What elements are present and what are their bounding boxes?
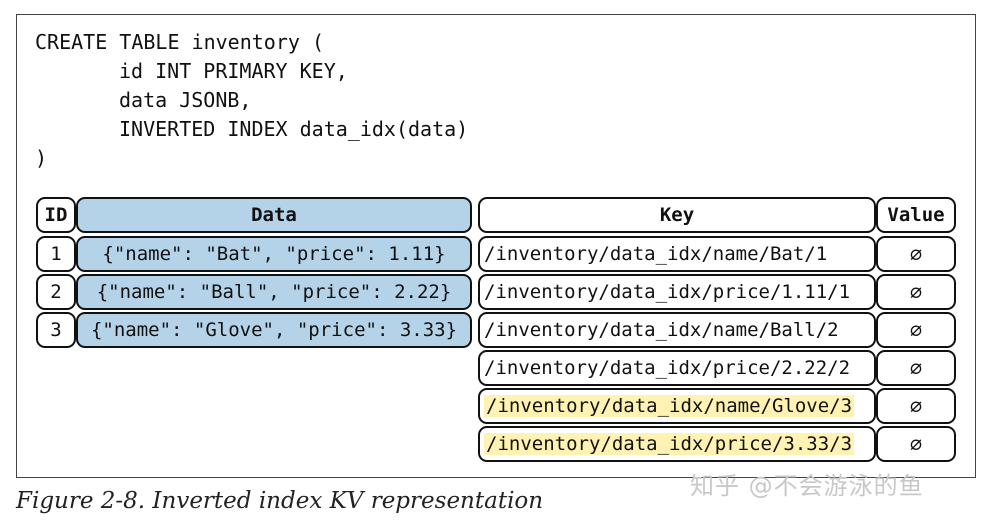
kv-key-cell: /inventory/data_idx/price/2.22/2 <box>478 350 876 386</box>
figure-caption: Figure 2-8. Inverted index KV representa… <box>16 488 544 514</box>
kv-key-text: /inventory/data_idx/price/2.22/2 <box>484 357 851 379</box>
row-id-cell: 3 <box>36 312 76 348</box>
kv-key-text-highlighted: /inventory/data_idx/price/3.33/3 <box>484 433 855 455</box>
row-data-cell: {"name": "Ball", "price": 2.22} <box>76 274 472 310</box>
kv-key-cell: /inventory/data_idx/price/3.33/3 <box>478 426 876 462</box>
kv-value-cell: ∅ <box>876 312 956 348</box>
sql-line: data JSONB, <box>119 88 252 112</box>
kv-key-cell: /inventory/data_idx/price/1.11/1 <box>478 274 876 310</box>
kv-value-cell: ∅ <box>876 350 956 386</box>
kv-key-text-highlighted: /inventory/data_idx/name/Glove/3 <box>484 395 855 417</box>
kv-value-cell: ∅ <box>876 388 956 424</box>
kv-key-text: /inventory/data_idx/price/1.11/1 <box>484 281 851 303</box>
kv-key-text: /inventory/data_idx/name/Ball/2 <box>484 319 839 341</box>
id-header: ID <box>36 197 76 233</box>
kv-key-text: /inventory/data_idx/name/Bat/1 <box>484 243 828 265</box>
kv-value-cell: ∅ <box>876 426 956 462</box>
row-data-cell: {"name": "Glove", "price": 3.33} <box>76 312 472 348</box>
sql-line: ) <box>35 146 48 170</box>
kv-key-cell: /inventory/data_idx/name/Ball/2 <box>478 312 876 348</box>
row-id-cell: 1 <box>36 236 76 272</box>
value-header: Value <box>876 197 956 233</box>
sql-create-statement: CREATE TABLE inventory ( id INT PRIMARY … <box>35 28 468 173</box>
row-data-cell: {"name": "Bat", "price": 1.11} <box>76 236 472 272</box>
kv-value-cell: ∅ <box>876 236 956 272</box>
watermark: 知乎 @不会游泳的鱼 <box>690 472 924 500</box>
sql-line: CREATE TABLE inventory ( <box>35 30 324 54</box>
kv-key-cell: /inventory/data_idx/name/Glove/3 <box>478 388 876 424</box>
sql-line: id INT PRIMARY KEY, <box>119 59 348 83</box>
sql-line: INVERTED INDEX data_idx(data) <box>119 117 469 141</box>
row-id-cell: 2 <box>36 274 76 310</box>
data-header: Data <box>76 197 472 233</box>
key-header: Key <box>478 197 876 233</box>
kv-key-cell: /inventory/data_idx/name/Bat/1 <box>478 236 876 272</box>
kv-value-cell: ∅ <box>876 274 956 310</box>
